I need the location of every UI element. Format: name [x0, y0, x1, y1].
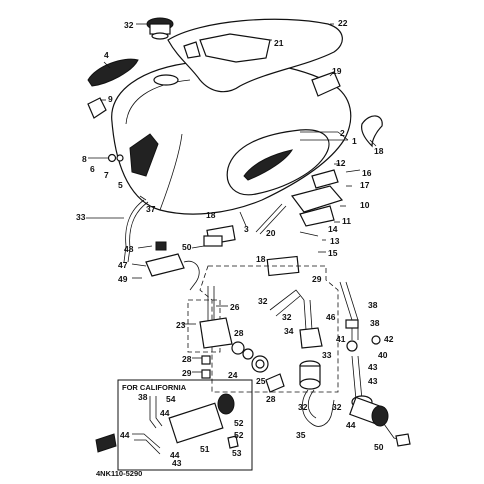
callout-44-b: 44 — [346, 420, 356, 430]
callout-4: 4 — [104, 50, 109, 60]
callout-19: 18 — [374, 146, 384, 156]
callout-43-b: 43 — [368, 376, 378, 386]
vent-hose — [123, 199, 145, 263]
callout-45: 46 — [326, 312, 336, 322]
callout-33: 33 — [322, 350, 332, 360]
callout-2: 2 — [340, 128, 345, 138]
callout-53: 53 — [232, 448, 242, 458]
callout-14: 14 — [328, 224, 338, 234]
callout-16: 16 — [362, 168, 372, 178]
callout-35: 35 — [296, 430, 306, 440]
callout-28-b: 28 — [266, 394, 276, 404]
callout-38-inset: 38 — [138, 392, 148, 402]
rear-bracket — [311, 71, 341, 97]
callout-41: 41 — [336, 334, 346, 344]
callout-22: 21 — [274, 38, 284, 48]
callout-37: 33 — [76, 212, 86, 222]
mount-bracket — [87, 97, 107, 119]
callout-21: 20 — [266, 228, 276, 238]
rear-mount-bracket — [361, 115, 383, 148]
leader-lines — [86, 23, 377, 373]
callout-15: 15 — [328, 248, 338, 258]
callout-50: 50 — [374, 442, 384, 452]
callout-48: 49 — [118, 274, 128, 284]
fuel-cock-assembly — [199, 286, 285, 393]
callout-32-d: 32 — [332, 402, 342, 412]
callout-36: 32 — [124, 20, 134, 30]
callout-54: 54 — [166, 394, 176, 404]
callout-9: 9 — [108, 94, 113, 104]
callout-42: 42 — [384, 334, 394, 344]
callout-39: 38 — [370, 318, 380, 328]
callout-6: 6 — [90, 164, 95, 174]
callout-32-b: 32 — [282, 312, 292, 322]
callout-52-b: 52 — [234, 430, 244, 440]
tank-top-cover — [167, 18, 343, 93]
callout-32-c: 32 — [298, 402, 308, 412]
callout-1: 1 — [352, 136, 357, 146]
petcock-group-outline — [187, 265, 339, 393]
callout-11: 11 — [342, 216, 351, 226]
callout-44-a: 44 — [160, 408, 170, 418]
callout-5: 5 — [118, 180, 123, 190]
callout-24: 23 — [176, 320, 186, 330]
california-inset: FOR CALIFORNIA — [117, 379, 253, 471]
callout-49: 50 — [182, 242, 192, 252]
filler-cap — [146, 17, 174, 40]
fuel-sender-unit — [145, 235, 223, 291]
callout-51: 51 — [200, 444, 210, 454]
callout-30: 29 — [182, 368, 192, 378]
callout-43-c: 43 — [172, 458, 182, 468]
callout-numbers: 32 22 4 21 19 9 2 1 18 8 6 7 5 12 16 17 … — [76, 18, 394, 468]
fuel-tank — [111, 60, 352, 215]
callout-13: 13 — [330, 236, 340, 246]
callout-12: 12 — [336, 158, 346, 168]
bolt-set — [88, 153, 361, 237]
callout-47: 48 — [124, 244, 134, 254]
callout-20: 19 — [332, 66, 342, 76]
callout-34: 34 — [284, 326, 294, 336]
callout-38-right: 38 — [368, 300, 378, 310]
callout-40: 40 — [378, 350, 388, 360]
callout-26: 25 — [256, 376, 266, 386]
callout-7: 7 — [104, 170, 109, 180]
california-title: FOR CALIFORNIA — [122, 383, 187, 392]
callout-44-c: 44 — [120, 430, 130, 440]
callout-32-a: 32 — [258, 296, 268, 306]
callout-10: 10 — [360, 200, 370, 210]
callout-23: 22 — [338, 18, 348, 28]
callout-27: 26 — [230, 302, 240, 312]
callout-25: 24 — [228, 370, 238, 380]
callout-31: 29 — [312, 274, 322, 284]
manufacturer-logo — [95, 433, 117, 453]
callout-18-upper: 18 — [206, 210, 216, 220]
callout-17: 17 — [360, 180, 370, 190]
callout-3: 3 — [244, 224, 249, 234]
charcoal-canister — [349, 395, 411, 447]
fuel-hose-routing — [269, 281, 381, 427]
callout-52: 52 — [234, 418, 244, 428]
callout-28-a: 28 — [234, 328, 244, 338]
left-tank-emblem — [87, 58, 139, 87]
callout-43-a: 43 — [368, 362, 378, 372]
diagram-code: 4NK110-5290 — [96, 469, 142, 478]
callout-18-lower: 18 — [256, 254, 266, 264]
callout-44-d: 44 — [170, 450, 180, 460]
callout-46: 47 — [118, 260, 128, 270]
callout-29: 28 — [182, 354, 192, 364]
callout-8: 8 — [82, 154, 87, 164]
side-bracket — [290, 169, 344, 227]
callout-38-upper: 37 — [146, 204, 156, 214]
